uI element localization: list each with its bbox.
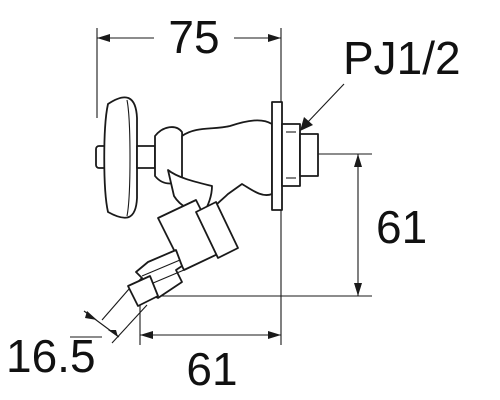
height-arrow-top — [354, 154, 362, 167]
width-arrow-left — [97, 34, 110, 42]
diameter-arrow-lower — [108, 330, 118, 337]
spindle — [136, 145, 156, 169]
diameter-extension-lower — [111, 304, 148, 344]
thread-leader-line — [305, 83, 345, 125]
height-label: 61 — [376, 201, 427, 253]
outlet-diameter-dimension: 16.5 — [6, 288, 148, 382]
handle-disk-rim — [126, 99, 131, 217]
nipple-rib — [141, 259, 181, 277]
faucet-body — [95, 96, 319, 307]
height-arrow-bottom — [354, 283, 362, 296]
thread-label-group: PJ1/2 — [300, 32, 461, 131]
outlet-union-collar — [195, 201, 239, 259]
thread-leader-arrow — [300, 117, 313, 131]
width-label: 75 — [168, 11, 219, 63]
height-dimension: 61 — [160, 153, 427, 297]
thread-label: PJ1/2 — [343, 32, 461, 84]
diameter-extension-upper — [101, 288, 130, 321]
diameter-label: 16.5 — [6, 330, 96, 382]
offset-arrow-left — [140, 331, 153, 339]
inlet-hex — [281, 123, 301, 187]
inlet-thread — [299, 133, 319, 177]
diameter-arrow-upper — [85, 311, 97, 320]
hose-nipple-tip — [127, 275, 159, 307]
inlet-flange — [271, 101, 283, 211]
offset-dimension: 61 — [139, 200, 282, 395]
offset-label: 61 — [186, 343, 237, 395]
width-dimension: 75 — [96, 10, 282, 118]
handle-disk — [103, 96, 138, 219]
width-label-bg — [154, 10, 234, 60]
width-arrow-right — [268, 34, 281, 42]
offset-arrow-right — [268, 331, 281, 339]
